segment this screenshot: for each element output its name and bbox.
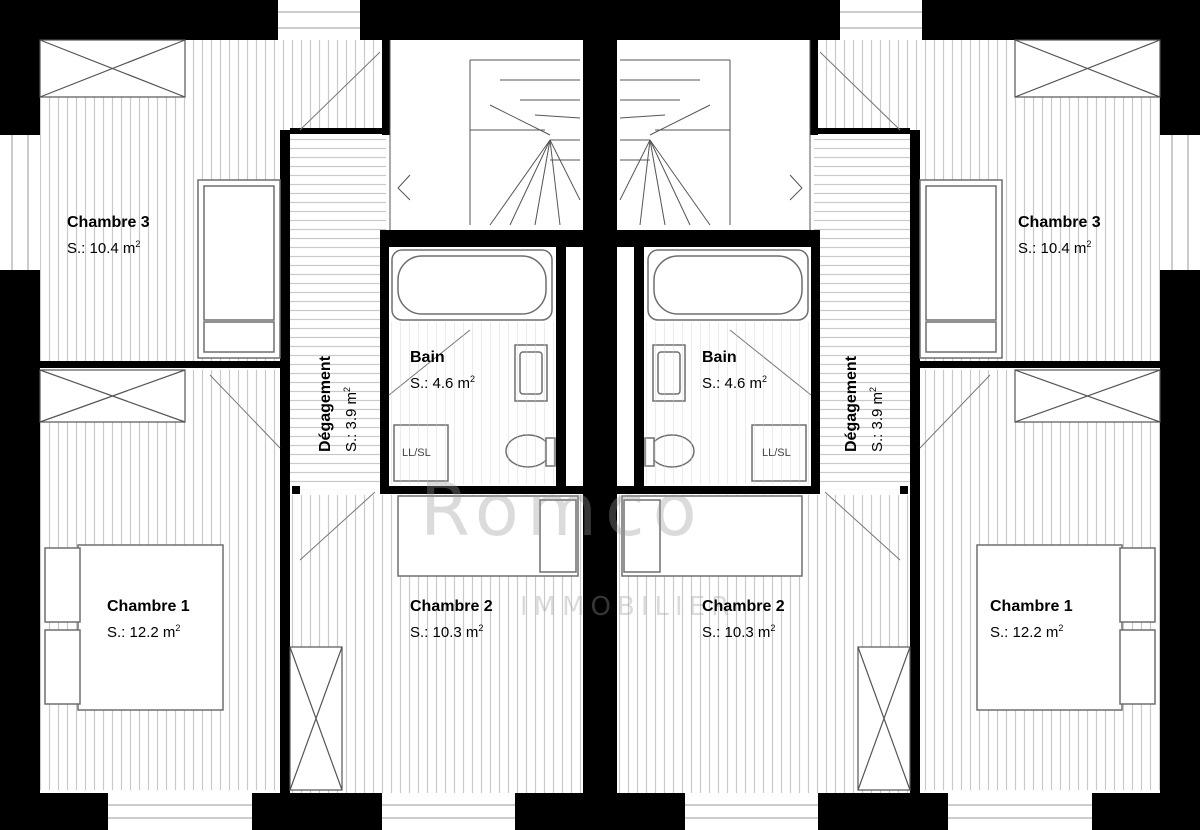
room-area: S.: 4.6 m2 (410, 374, 476, 392)
room-area: S.: 3.9 m2 (342, 386, 360, 452)
room-area: S.: 10.3 m2 (410, 623, 484, 641)
unit-left (0, 0, 601, 830)
room-area: S.: 3.9 m2 (868, 386, 886, 452)
room-area: S.: 12.2 m2 (990, 623, 1064, 641)
laundry-label-right: LL/SL (762, 447, 791, 459)
label-chambre-1-left: Chambre 1 S.: 12.2 m2 (107, 597, 190, 644)
room-name: Chambre 1 (990, 598, 1073, 615)
label-degagement-left: Dégagement S.: 3.9 m2 (316, 356, 363, 452)
unit-right (599, 0, 1200, 830)
room-name: Dégagement (317, 355, 334, 452)
label-chambre-2-right: Chambre 2 S.: 10.3 m2 (702, 597, 785, 644)
label-bain-right: Bain S.: 4.6 m2 (702, 348, 767, 395)
room-area: S.: 12.2 m2 (107, 623, 181, 641)
room-name: Chambre 3 (1018, 214, 1101, 231)
room-name: Chambre 2 (410, 598, 493, 615)
label-chambre-1-right: Chambre 1 S.: 12.2 m2 (990, 597, 1073, 644)
label-degagement-right: Dégagement S.: 3.9 m2 (842, 356, 889, 452)
room-name: Chambre 3 (67, 214, 150, 231)
room-name: Bain (702, 349, 737, 366)
room-area: S.: 10.4 m2 (67, 239, 141, 257)
room-name: Chambre 1 (107, 598, 190, 615)
label-chambre-2-left: Chambre 2 S.: 10.3 m2 (410, 597, 493, 644)
label-chambre-3-left: Chambre 3 S.: 10.4 m2 (67, 213, 150, 260)
label-bain-left: Bain S.: 4.6 m2 (410, 348, 475, 395)
room-name: Chambre 2 (702, 598, 785, 615)
laundry-label-left: LL/SL (402, 447, 431, 459)
room-area: S.: 10.4 m2 (1018, 239, 1092, 257)
room-area: S.: 4.6 m2 (702, 374, 768, 392)
room-name: Bain (410, 349, 445, 366)
label-chambre-3-right: Chambre 3 S.: 10.4 m2 (1018, 213, 1101, 260)
room-name: Dégagement (843, 355, 860, 452)
room-area: S.: 10.3 m2 (702, 623, 776, 641)
